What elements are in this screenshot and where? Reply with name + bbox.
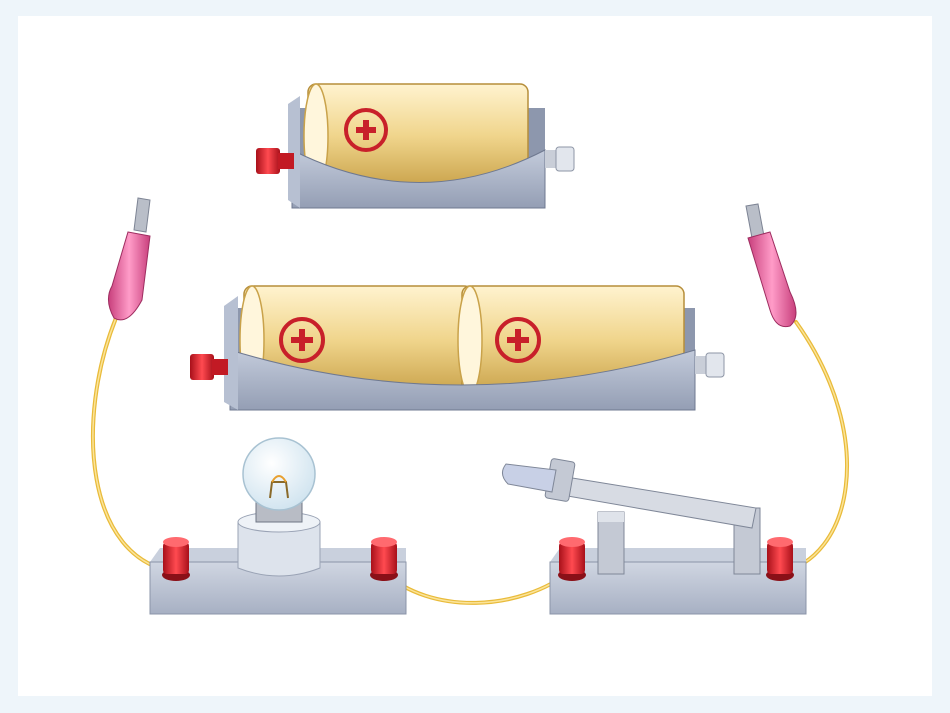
red-terminal-post <box>370 537 398 581</box>
plus-icon <box>344 108 388 152</box>
double-battery-holder <box>190 285 725 411</box>
silver-terminal-knob <box>545 146 575 172</box>
red-terminal-post <box>162 537 190 581</box>
light-bulb-icon <box>242 437 316 511</box>
left-alligator-clip <box>108 197 151 321</box>
plus-icon <box>279 317 325 363</box>
silver-terminal-knob <box>695 352 725 378</box>
lamp-board <box>149 437 407 615</box>
red-terminal-knob <box>190 354 228 380</box>
single-battery-holder <box>256 83 575 209</box>
knife-switch-icon <box>502 458 757 529</box>
red-terminal-knob <box>256 148 294 174</box>
red-terminal-post <box>558 537 586 581</box>
right-alligator-clip <box>745 203 797 328</box>
switch-board <box>502 458 807 615</box>
plus-icon <box>495 317 541 363</box>
red-terminal-post <box>766 537 794 581</box>
